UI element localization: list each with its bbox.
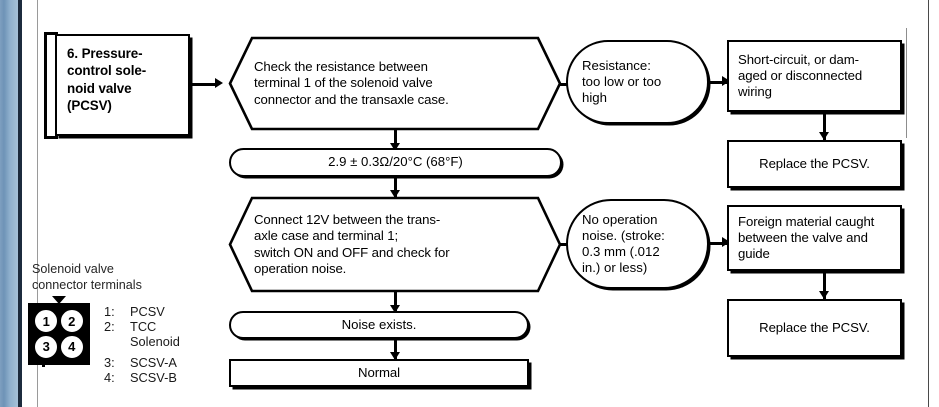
node-noise-exists: Noise exists. bbox=[229, 311, 529, 339]
legend-row: 2: TCC Solenoid bbox=[104, 318, 180, 350]
connector-connect12v-to-noise bbox=[394, 292, 397, 312]
node-wiring-fault-label: Short-circuit, or dam- aged or disconnec… bbox=[738, 51, 863, 100]
node-normal-label: Normal bbox=[358, 364, 400, 380]
legend-caption: Solenoid valve connector terminals bbox=[32, 262, 142, 293]
arrowhead-noise-to-normal bbox=[390, 352, 400, 360]
legend-row-number: 3: bbox=[104, 354, 115, 370]
node-noise-exists-label: Noise exists. bbox=[341, 316, 417, 332]
node-title-pcsv: 6. Pressure- control sole- noid valve (P… bbox=[55, 34, 190, 136]
node-no-operation-noise-label: No operation noise. (stroke: 0.3 mm (.01… bbox=[582, 211, 665, 276]
connector-noise-to-normal bbox=[394, 339, 397, 359]
connector-fault-to-wiring bbox=[707, 81, 729, 84]
arrowhead-check-to-spec bbox=[390, 143, 400, 151]
arrowhead-title-to-check bbox=[215, 78, 223, 88]
margin-bracket-top bbox=[44, 32, 47, 139]
node-check-resistance-label: Check the resistance between terminal 1 … bbox=[254, 58, 449, 107]
margin-bracket-top-cap-lower bbox=[44, 136, 58, 139]
node-normal: Normal bbox=[229, 359, 529, 387]
connector-spec-to-connect12v bbox=[394, 177, 397, 197]
arrowhead-connect12v-to-noise bbox=[390, 305, 400, 313]
legend-row: 4: SCSV-B bbox=[104, 369, 180, 386]
legend-row: 1: PCSV bbox=[104, 304, 180, 320]
connector-notch-icon bbox=[52, 296, 66, 304]
margin-bracket-top-cap-upper bbox=[44, 32, 58, 35]
node-connect-12v-label: Connect 12V between the trans- axle case… bbox=[254, 211, 450, 276]
legend-row-number: 1: bbox=[104, 304, 115, 319]
arrowhead-foreign-to-replace2 bbox=[819, 291, 829, 299]
connector-nonoise-to-foreign bbox=[707, 242, 729, 245]
connector-cell-1: 1 bbox=[34, 309, 59, 334]
node-connect-12v: Connect 12V between the trans- axle case… bbox=[228, 196, 562, 293]
connector-foreign-to-replace2 bbox=[823, 271, 826, 299]
legend-row-name: PCSV bbox=[130, 304, 165, 319]
arrowhead-wiring-to-replace1 bbox=[819, 132, 829, 140]
legend-row-name: SCSV-B bbox=[130, 369, 177, 385]
legend-row-number: 2: bbox=[104, 318, 115, 334]
node-replace-pcsv-2: Replace the PCSV. bbox=[727, 299, 902, 357]
node-resistance-fault-label: Resistance: too low or too high bbox=[582, 57, 662, 106]
node-resistance-spec: 2.9 ± 0.3Ω/20°C (68°F) bbox=[229, 148, 562, 177]
hexagon-outline bbox=[228, 196, 562, 293]
inner-rule-right bbox=[906, 28, 907, 138]
legend-table: 1: PCSV 2: TCC Solenoid 3: SCSV-A 4: SCS… bbox=[104, 304, 180, 386]
connector-pin-4: 4 bbox=[59, 334, 84, 359]
connector-cell-4: 4 bbox=[59, 334, 84, 359]
arrowhead-fault-to-wiring bbox=[722, 76, 730, 86]
node-no-operation-noise: No operation noise. (stroke: 0.3 mm (.01… bbox=[566, 199, 709, 289]
node-wiring-fault: Short-circuit, or dam- aged or disconnec… bbox=[727, 40, 902, 112]
page-rule-right bbox=[928, 0, 929, 407]
connector-terminals-icon: 1 2 3 4 bbox=[28, 303, 90, 365]
node-replace-pcsv-2-label: Replace the PCSV. bbox=[759, 319, 870, 335]
connector-pin-2: 2 bbox=[59, 309, 84, 334]
hexagon-outline bbox=[228, 36, 562, 131]
connector-check-to-spec bbox=[394, 130, 397, 150]
connector-title-to-check bbox=[191, 83, 217, 86]
node-check-resistance: Check the resistance between terminal 1 … bbox=[228, 36, 562, 131]
connector-pin-3: 3 bbox=[34, 334, 59, 359]
connector-cell-2: 2 bbox=[59, 309, 84, 334]
node-replace-pcsv-1: Replace the PCSV. bbox=[727, 140, 902, 188]
node-foreign-material-label: Foreign material caught between the valv… bbox=[738, 213, 875, 262]
connector-cell-3: 3 bbox=[34, 334, 59, 359]
page-edge-gradient bbox=[0, 0, 18, 407]
arrowhead-spec-to-connect12v bbox=[390, 190, 400, 198]
node-resistance-fault: Resistance: too low or too high bbox=[566, 40, 709, 124]
node-resistance-spec-label: 2.9 ± 0.3Ω/20°C (68°F) bbox=[328, 154, 463, 170]
arrowhead-nonoise-to-foreign bbox=[722, 237, 730, 247]
legend-row-name: TCC Solenoid bbox=[130, 318, 180, 349]
node-title-pcsv-label: 6. Pressure- control sole- noid valve (P… bbox=[67, 46, 147, 114]
legend-row-name: SCSV-A bbox=[130, 354, 177, 370]
page-edge-dark-line bbox=[18, 0, 22, 407]
node-replace-pcsv-1-label: Replace the PCSV. bbox=[759, 155, 870, 171]
page-rule-left bbox=[37, 0, 38, 407]
legend-row: 3: SCSV-A bbox=[104, 354, 180, 371]
node-foreign-material: Foreign material caught between the valv… bbox=[727, 205, 902, 271]
connector-wiring-to-replace1 bbox=[823, 112, 826, 140]
connector-pin-1: 1 bbox=[34, 309, 59, 334]
legend-row-number: 4: bbox=[104, 369, 115, 385]
